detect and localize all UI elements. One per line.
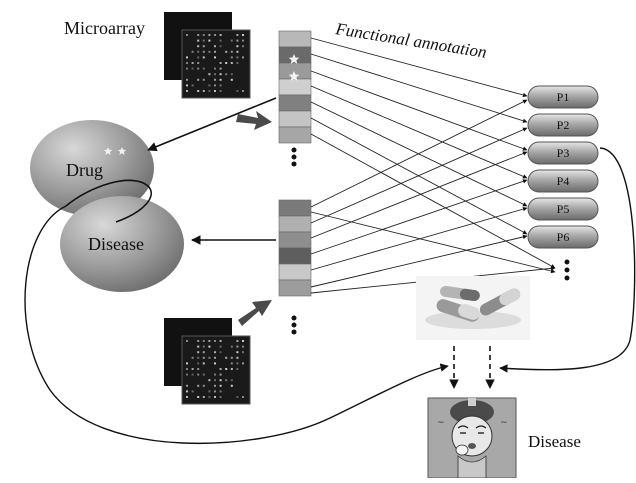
overlap-to-patient-arrow bbox=[24, 205, 449, 444]
protein-label: P3 bbox=[557, 146, 570, 160]
protein-pill-3: P3 bbox=[527, 141, 599, 165]
pills-icon bbox=[416, 276, 530, 340]
microarray-label: Microarray bbox=[64, 18, 145, 38]
protein-label: P4 bbox=[557, 174, 570, 188]
column-to-drug-arrow bbox=[147, 97, 277, 152]
ellipsis-dots bbox=[291, 147, 297, 167]
protein-pill-2: P2 bbox=[527, 113, 599, 137]
protein-label: P2 bbox=[557, 118, 570, 132]
chip-to-column-arrow bbox=[238, 300, 272, 326]
microarray-chip-icon bbox=[164, 318, 251, 405]
protein-label: P6 bbox=[557, 230, 570, 244]
ellipsis-dots bbox=[564, 259, 570, 281]
drug-label: Drug bbox=[66, 160, 103, 180]
protein-pill-1: P1 bbox=[527, 85, 599, 109]
microarray-chip-icon bbox=[164, 12, 251, 99]
sick-person-icon: ~ ~ bbox=[427, 397, 517, 479]
protein-pill-6: P6 bbox=[527, 225, 599, 249]
gene-column-bottom bbox=[278, 199, 312, 297]
star-icon bbox=[103, 147, 113, 155]
star-icon bbox=[288, 54, 300, 64]
disease-oval-label: Disease bbox=[88, 234, 144, 254]
svg-text:~: ~ bbox=[500, 418, 508, 428]
protein-label: P5 bbox=[557, 202, 570, 216]
ellipsis-dots bbox=[291, 315, 297, 335]
star-icon bbox=[288, 71, 300, 81]
annotation-lines bbox=[310, 37, 556, 294]
gene-column-top bbox=[278, 30, 312, 144]
star-icon bbox=[117, 147, 127, 155]
functional-annotation-label: Functional annotation bbox=[333, 19, 488, 62]
disease-oval bbox=[60, 196, 184, 292]
protein-label: P1 bbox=[557, 90, 570, 104]
drug-oval bbox=[30, 120, 154, 216]
patient-disease-label: Disease bbox=[528, 432, 581, 451]
protein-to-patient-arrow bbox=[499, 147, 636, 373]
protein-pill-4: P4 bbox=[527, 169, 599, 193]
chip-to-column-arrow bbox=[236, 111, 272, 130]
protein-pill-5: P5 bbox=[527, 197, 599, 221]
overlap-curve bbox=[65, 179, 153, 223]
svg-text:~: ~ bbox=[437, 418, 445, 428]
